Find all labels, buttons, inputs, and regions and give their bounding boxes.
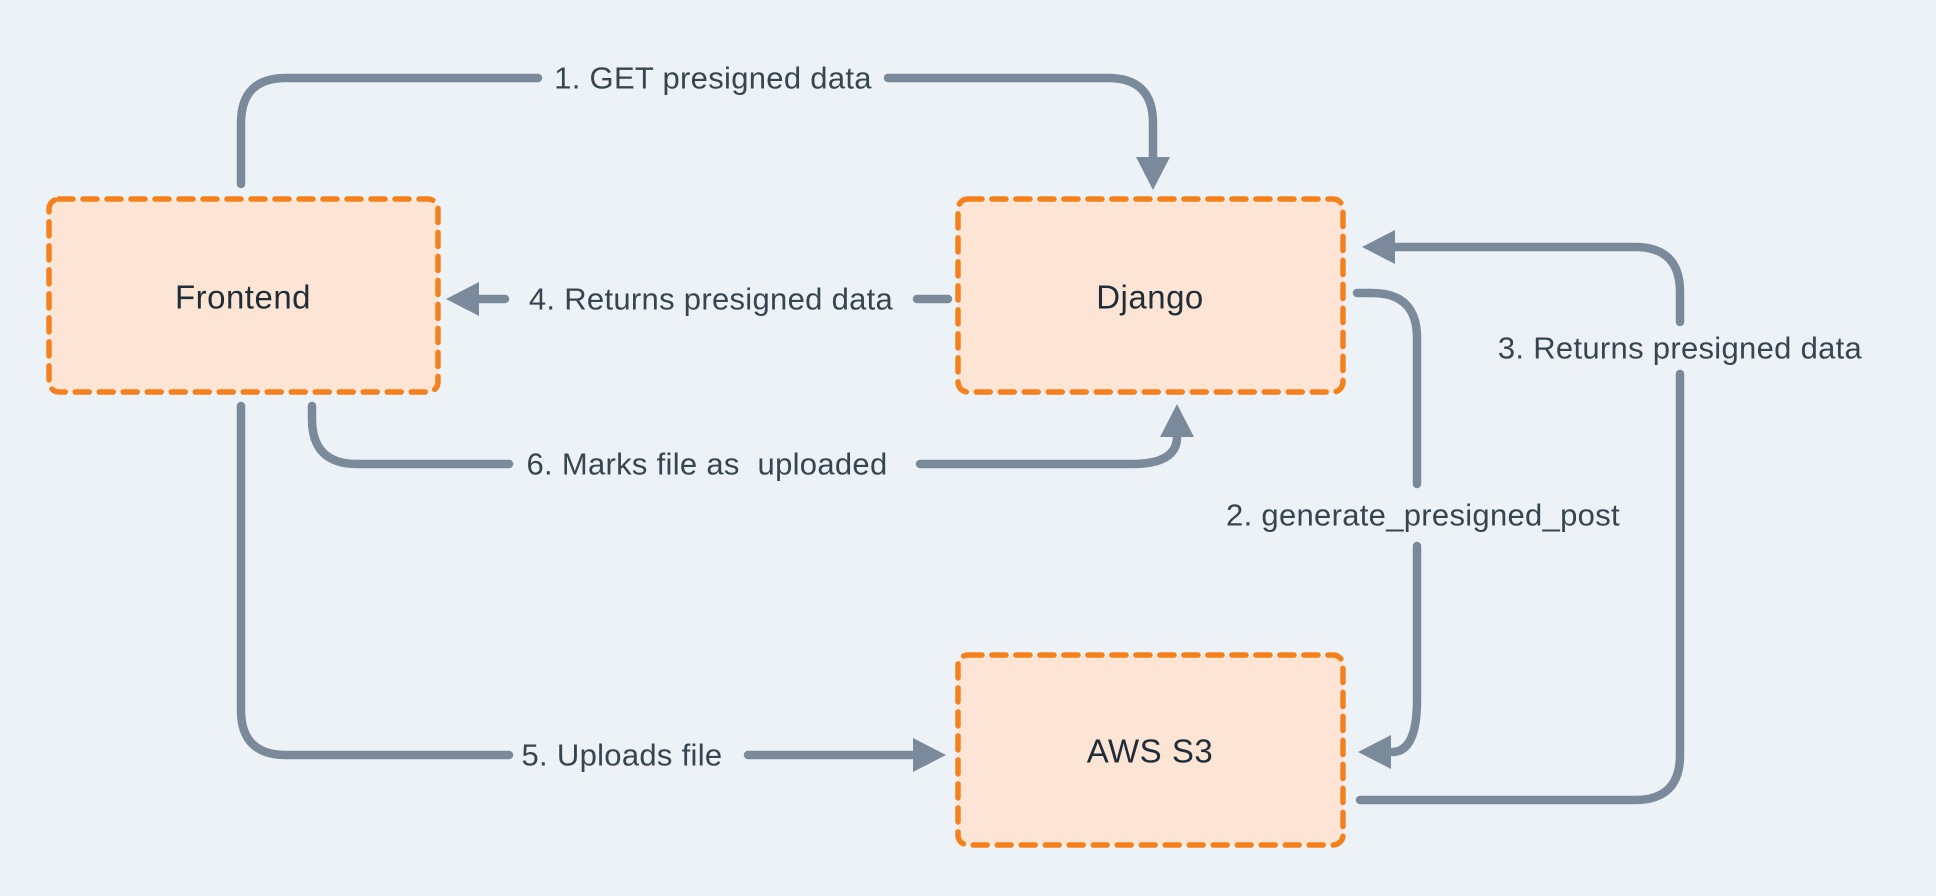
edge-marks-file-uploaded: 6. Marks file as uploaded [307, 401, 1194, 482]
edge-generate-presigned-post: 2. generate_presigned_post [1226, 288, 1620, 769]
edge-3-line-end [1390, 242, 1685, 327]
node-django: Django [955, 196, 1346, 395]
edge-5-arrowhead [913, 738, 946, 772]
edge-1-line-end [883, 73, 1158, 161]
node-aws-s3-box [955, 652, 1346, 848]
node-django-box [955, 196, 1346, 395]
node-aws-s3-label: AWS S3 [1087, 733, 1213, 770]
edge-3-arrowhead [1362, 230, 1395, 264]
edge-2-line-end [1387, 541, 1422, 757]
edge-6-label: 6. Marks file as uploaded [526, 447, 887, 482]
node-django-label: Django [1096, 279, 1204, 316]
edge-2-line-start [1352, 288, 1422, 489]
edge-4-arrowhead [446, 282, 479, 316]
edge-4-label: 4. Returns presigned data [529, 282, 894, 317]
edge-3-label: 3. Returns presigned data [1498, 331, 1863, 366]
edge-returns-presigned-data-to-frontend: 4. Returns presigned data [446, 282, 953, 317]
edge-6-line-end [915, 432, 1182, 469]
edge-1-line-start [236, 73, 543, 189]
edge-2-label: 2. generate_presigned_post [1226, 498, 1620, 533]
edge-2-arrowhead [1358, 735, 1391, 769]
edge-1-label: 1. GET presigned data [554, 61, 872, 96]
edge-5-line-start [236, 401, 514, 760]
edge-returns-presigned-data-to-django: 3. Returns presigned data [1355, 230, 1863, 805]
node-frontend-label: Frontend [175, 279, 311, 316]
edge-6-arrowhead [1160, 404, 1194, 437]
edge-3-line-start [1355, 369, 1685, 805]
edge-get-presigned-data: 1. GET presigned data [236, 61, 1170, 190]
node-aws-s3: AWS S3 [955, 652, 1346, 848]
node-frontend-box [46, 196, 441, 395]
edge-uploads-file: 5. Uploads file [236, 401, 946, 773]
node-frontend: Frontend [46, 196, 441, 395]
edge-1-arrowhead [1136, 157, 1170, 190]
edge-6-line-start [307, 401, 514, 469]
edge-5-label: 5. Uploads file [522, 738, 723, 773]
